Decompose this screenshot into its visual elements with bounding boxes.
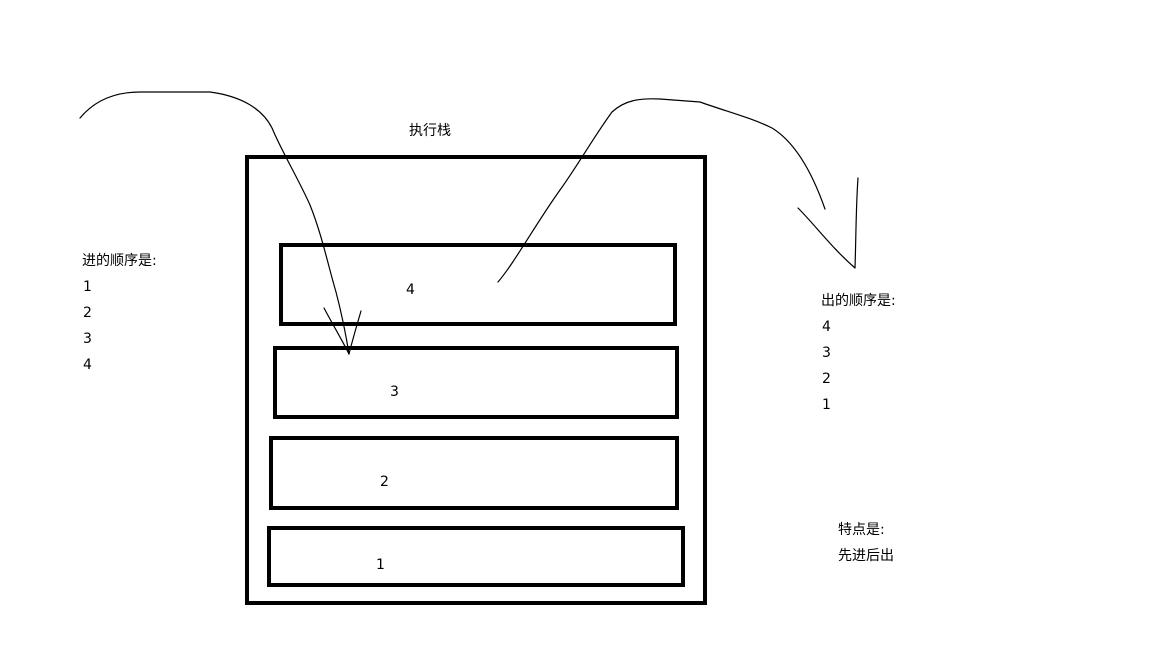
- stack-frame-3: [273, 346, 679, 419]
- stack-frame-3-label: 3: [390, 384, 399, 400]
- stack-frame-4: [279, 243, 677, 326]
- feature-text: 先进后出: [838, 548, 894, 564]
- stack-frame-2-label: 2: [380, 474, 389, 490]
- feature-heading: 特点是:: [838, 522, 885, 538]
- pop-arrow-head-right: [854, 177, 859, 269]
- push-order-heading: 进的顺序是:: [82, 253, 157, 269]
- pop-order-item: 2: [822, 371, 831, 387]
- push-arrow-head-left: [323, 307, 350, 355]
- push-arrow-head-right: [348, 310, 362, 355]
- pop-arrow-curve: [497, 98, 826, 283]
- push-order-item: 1: [83, 279, 92, 295]
- push-order-item: 4: [83, 357, 92, 373]
- pop-order-heading: 出的顺序是:: [821, 293, 896, 309]
- pop-arrow-head-left: [797, 207, 856, 269]
- pop-order-item: 1: [822, 397, 831, 413]
- push-arrow-curve: [79, 91, 350, 355]
- pop-order-item: 4: [822, 319, 831, 335]
- stack-frame-4-label: 4: [406, 282, 415, 298]
- push-order-item: 2: [83, 305, 92, 321]
- stack-frame-2: [269, 436, 679, 510]
- pop-order-item: 3: [822, 345, 831, 361]
- execution-stack: [245, 155, 707, 605]
- stack-frame-1-label: 1: [376, 557, 385, 573]
- push-order-item: 3: [83, 331, 92, 347]
- stack-frame-1: [267, 526, 685, 587]
- stack-title: 执行栈: [409, 123, 451, 139]
